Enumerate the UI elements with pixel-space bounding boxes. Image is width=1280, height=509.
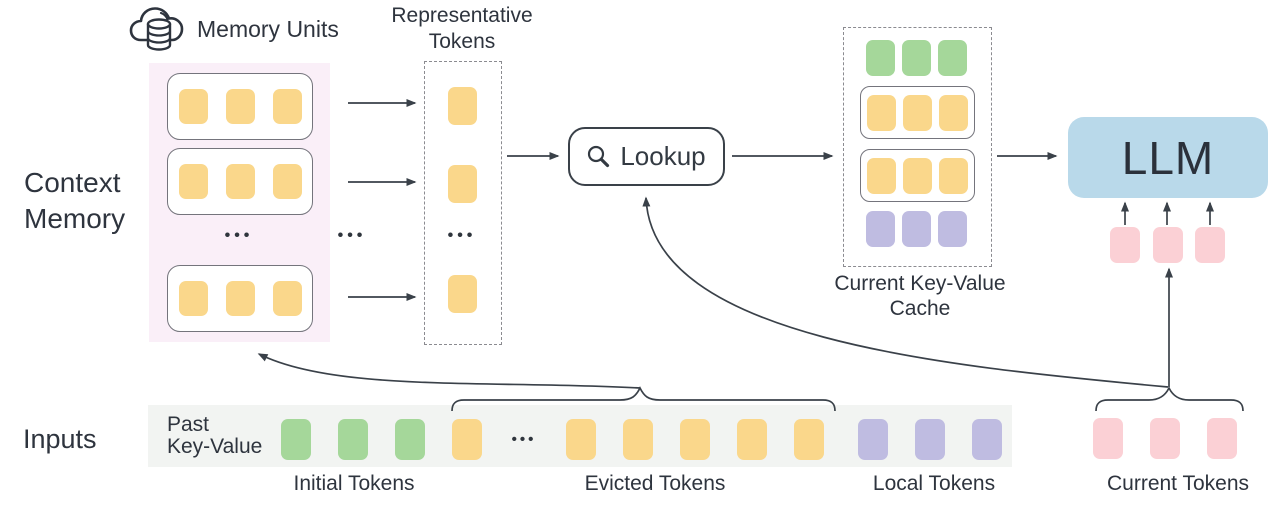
current-tokens-label: Current Tokens <box>1106 472 1250 495</box>
lookup-button: Lookup <box>568 127 725 186</box>
yellow-token <box>448 275 477 313</box>
representative-token-cell <box>448 87 477 125</box>
memory-unit-row <box>167 73 313 140</box>
memory-ellipsis: ••• <box>224 227 254 244</box>
yellow-token <box>566 419 596 460</box>
yellow-token <box>225 281 255 316</box>
yellow-token <box>903 157 932 194</box>
memory-unit-row <box>167 148 313 215</box>
llm-label: LLM <box>1121 131 1215 184</box>
local-tokens-group <box>858 419 1002 460</box>
yellow-token <box>867 94 896 131</box>
representative-tokens-title: Representative Tokens <box>377 3 547 55</box>
current-tokens-brace <box>1095 386 1244 412</box>
purple-token <box>972 419 1002 460</box>
pink-token <box>1207 418 1237 459</box>
yellow-token <box>225 89 255 124</box>
yellow-token <box>794 419 824 460</box>
green-token <box>338 419 368 460</box>
llm-input-tokens <box>1110 227 1225 263</box>
purple-token <box>938 211 967 247</box>
llm-box: LLM <box>1068 117 1268 198</box>
purple-token <box>915 419 945 460</box>
search-icon <box>588 145 610 168</box>
representative-token-cell <box>448 275 477 313</box>
yellow-token <box>680 419 710 460</box>
cache-yellow-unit <box>860 86 975 139</box>
pink-token <box>1150 418 1180 459</box>
cache-label-line1: Current Key-Value <box>834 272 1006 295</box>
lookup-label: Lookup <box>620 141 706 171</box>
yellow-token <box>178 281 208 316</box>
representative-token-cell <box>448 165 477 203</box>
inputs-label: Inputs <box>23 424 97 454</box>
evicted-tokens-group <box>566 419 824 460</box>
context-memory-line2: Memory <box>24 203 126 234</box>
yellow-token <box>272 281 302 316</box>
memory-unit-row <box>167 265 313 332</box>
past-kv-line1: Past <box>167 413 210 436</box>
green-token <box>281 419 311 460</box>
pink-token <box>1093 418 1123 459</box>
green-token <box>395 419 425 460</box>
yellow-token <box>452 419 482 460</box>
initial-tokens-label: Initial Tokens <box>293 472 415 495</box>
representative-tokens-box <box>424 61 502 345</box>
yellow-token <box>867 157 896 194</box>
yellow-token <box>178 89 208 124</box>
yellow-token <box>448 165 477 203</box>
initial-tokens-group <box>281 419 425 460</box>
purple-token <box>866 211 895 247</box>
yellow-token <box>939 94 968 131</box>
yellow-token <box>939 157 968 194</box>
memory-units-label: Memory Units <box>197 16 339 42</box>
pink-token <box>1110 227 1140 263</box>
green-token <box>938 40 967 76</box>
representative-title-line1: Representative <box>391 4 533 27</box>
purple-token <box>858 419 888 460</box>
yellow-token <box>178 164 208 199</box>
purple-token <box>902 211 931 247</box>
cache-yellow-unit <box>860 149 975 202</box>
context-memory-line1: Context <box>24 167 121 198</box>
cache-label-line2: Cache <box>889 297 951 320</box>
yellow-token <box>623 419 653 460</box>
green-token <box>866 40 895 76</box>
evicted-tokens-label: Evicted Tokens <box>584 472 726 495</box>
past-key-value-label: Past Key-Value <box>167 414 262 458</box>
strip-ellipsis: ••• <box>511 431 537 448</box>
local-tokens-label: Local Tokens <box>872 472 996 495</box>
pink-token <box>1152 227 1183 263</box>
yellow-token <box>903 94 932 131</box>
curve-evicted-to-memory <box>257 353 641 389</box>
input-strip: Past Key-Value ••• <box>148 405 1012 467</box>
past-kv-token-row: ••• <box>281 419 1002 460</box>
cache-purple-row <box>843 211 990 247</box>
current-tokens-group <box>1093 418 1237 459</box>
representative-ellipsis: ••• <box>447 227 477 244</box>
between-ellipsis: ••• <box>337 227 367 244</box>
yellow-token <box>225 164 255 199</box>
yellow-token <box>272 89 302 124</box>
current-kv-cache-label: Current Key-Value Cache <box>825 271 1015 321</box>
yellow-token <box>737 419 767 460</box>
yellow-token <box>448 87 477 125</box>
green-token <box>902 40 931 76</box>
yellow-token <box>272 164 302 199</box>
past-kv-line2: Key-Value <box>167 435 263 458</box>
cache-green-row <box>843 40 990 76</box>
pink-token <box>1195 227 1225 263</box>
representative-title-line2: Tokens <box>428 30 496 53</box>
context-memory-label: Context Memory <box>24 165 125 237</box>
evicted-first-token <box>452 419 482 460</box>
memory-units-cloud-db-icon <box>129 7 184 51</box>
